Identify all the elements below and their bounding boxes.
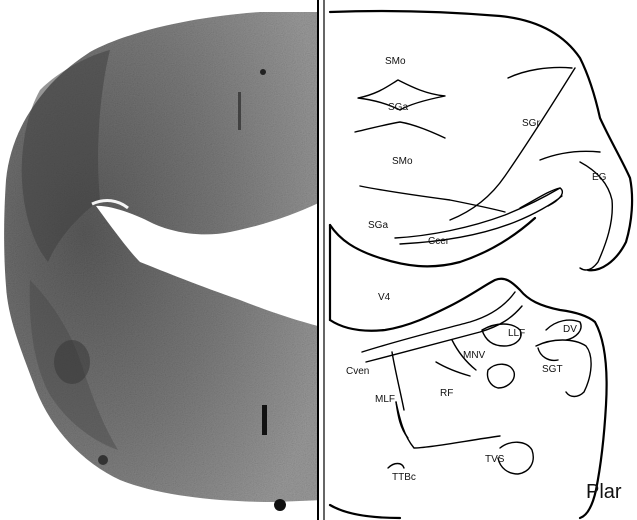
tissue-vessel: [262, 405, 267, 435]
region-label: V4: [378, 292, 391, 303]
region-label: LLF: [508, 328, 525, 339]
rf-contour: [436, 362, 470, 376]
layer-contour: [508, 67, 572, 78]
tissue-vessel: [238, 92, 241, 130]
region-label: EG: [592, 172, 607, 183]
region-label: SGT: [542, 364, 563, 375]
figure-caption: Plar: [586, 481, 622, 503]
region-label: Ccer: [428, 236, 450, 247]
layer-contour: [360, 186, 505, 212]
region-label: DV: [563, 324, 577, 335]
region-label: SMo: [385, 56, 406, 67]
brainstem-ventral-outline: [330, 505, 400, 518]
region-label: SGr: [522, 118, 540, 129]
region-labels: SMo SGa SMo SGr EG SGa Ccer V4 LLF DV MN…: [346, 56, 607, 483]
region-label: Cven: [346, 366, 369, 377]
region-label: RF: [440, 388, 453, 399]
region-label: MLF: [375, 394, 395, 405]
region-label: SGa: [368, 220, 388, 231]
brainstem-outline: [330, 279, 607, 518]
tissue-dark-spot: [54, 340, 90, 384]
region-label: SGa: [388, 102, 408, 113]
region-label: SMo: [392, 156, 413, 167]
tissue-section-photo: [4, 12, 325, 511]
schematic-drawing: [330, 11, 632, 518]
layer-contour: [400, 196, 562, 244]
tissue-spot: [274, 499, 286, 511]
cerebellum-outline: [330, 11, 632, 270]
mnv-contour: [487, 364, 514, 388]
sgt-contour: [538, 348, 558, 360]
layer-contour: [355, 122, 445, 138]
region-label: TTBc: [392, 472, 416, 483]
layer-contour: [450, 68, 575, 220]
ttbc-contour: [388, 464, 404, 469]
rf-contour: [396, 402, 500, 448]
layer-contour: [540, 151, 600, 160]
tissue-spot: [260, 69, 266, 75]
fiber-tract: [366, 306, 522, 362]
region-label: TVS: [485, 454, 505, 465]
tissue-spot: [98, 455, 108, 465]
region-label: MNV: [463, 350, 486, 361]
